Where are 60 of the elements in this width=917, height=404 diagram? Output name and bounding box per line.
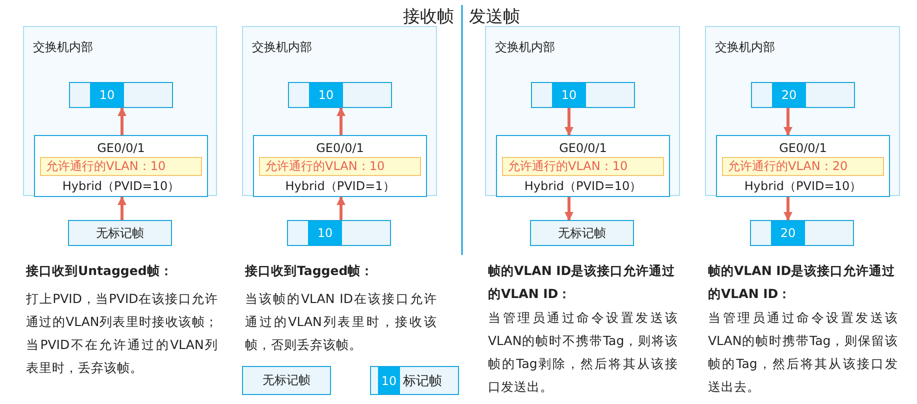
description-heading: 接口收到Untagged帧： [26, 262, 174, 280]
section-heading: 发送帧 [469, 6, 521, 28]
description-heading: 帧的VLAN ID是该接口允许通过的VLAN ID： [708, 262, 896, 303]
arrow [784, 108, 792, 136]
port-box [496, 135, 670, 197]
frame-box [370, 366, 459, 395]
frame-box [287, 220, 391, 246]
panel-heading: 交换机内部 [495, 39, 555, 56]
arrow [336, 196, 346, 220]
port-mode: Hybrid（PVID=10） [61, 178, 181, 195]
panel-heading: 交换机内部 [33, 39, 93, 56]
frame-label: 标记帧 [403, 372, 442, 390]
panel-heading: 交换机内部 [715, 39, 775, 56]
frame-box: 无标记帧 [530, 220, 634, 246]
description-text: 当管理员通过命令设置发送该VLAN的帧时携带Tag，则保留该帧的Tag，然后将其从该接口发送出去。 [708, 309, 898, 396]
description-heading: 接口收到Tagged帧： [245, 262, 375, 280]
description-text: 当该帧的VLAN ID在该接口允许通过的VLAN列表里时，接收该帧，否则丢弃该帧。 [245, 290, 437, 354]
vlan-tag: 20 [771, 221, 805, 245]
allowed-vlan-row: 允许通行的VLAN：10 [259, 157, 421, 176]
arrow [336, 107, 346, 135]
port-mode: Hybrid（PVID=10） [743, 178, 863, 195]
vlan-tag: 10 [309, 83, 343, 107]
description-heading: 帧的VLAN ID是该接口允许通过的VLAN ID： [488, 262, 676, 303]
frame-box [531, 82, 635, 108]
port-box [34, 135, 208, 197]
frame-box [750, 220, 854, 246]
frame-box: 无标记帧 [68, 220, 172, 246]
port-name: GE0/0/1 [778, 141, 828, 155]
panel-heading: 交换机内部 [252, 39, 312, 56]
port-box [716, 135, 890, 197]
frame-box: 无标记帧 [242, 366, 331, 395]
vlan-tag: 10 [90, 83, 124, 107]
switch-panel [23, 26, 217, 196]
frame-box [751, 82, 855, 108]
description-text: 当管理员通过命令设置发送该VLAN的帧时不携带Tag，则将该帧的Tag剥除，然后将其从该接口发送出。 [488, 309, 678, 396]
switch-panel [705, 26, 900, 196]
switch-panel [242, 26, 437, 196]
vlan-tag: 20 [772, 83, 806, 107]
arrow [118, 196, 126, 220]
allowed-vlan-row: 允许通行的VLAN：10 [502, 157, 664, 176]
vlan-tag: 10 [378, 367, 400, 394]
arrow [564, 108, 574, 136]
allowed-vlan-row: 允许通行的VLAN：10 [40, 157, 202, 176]
frame-box [288, 82, 392, 108]
arrow [118, 107, 126, 135]
section-heading: 接收帧 [402, 6, 454, 28]
frame-box [69, 82, 173, 108]
port-name: GE0/0/1 [315, 141, 365, 155]
port-mode: Hybrid（PVID=1） [284, 178, 396, 195]
switch-panel [485, 26, 680, 196]
arrow [784, 197, 792, 221]
description-text: 打上PVID，当PVID在该接口允许通过的VLAN列表里时接收该帧；当PVID不在允许通过的VLAN列表里时，丢弃该帧。 [26, 290, 218, 377]
arrow [564, 197, 574, 221]
vlan-tag: 10 [308, 221, 342, 245]
allowed-vlan-row: 允许通行的VLAN：20 [722, 157, 884, 176]
port-mode: Hybrid（PVID=10） [523, 178, 643, 195]
port-name: GE0/0/1 [96, 141, 146, 155]
port-name: GE0/0/1 [558, 141, 608, 155]
vlan-tag: 10 [552, 83, 586, 107]
port-box [253, 135, 427, 197]
